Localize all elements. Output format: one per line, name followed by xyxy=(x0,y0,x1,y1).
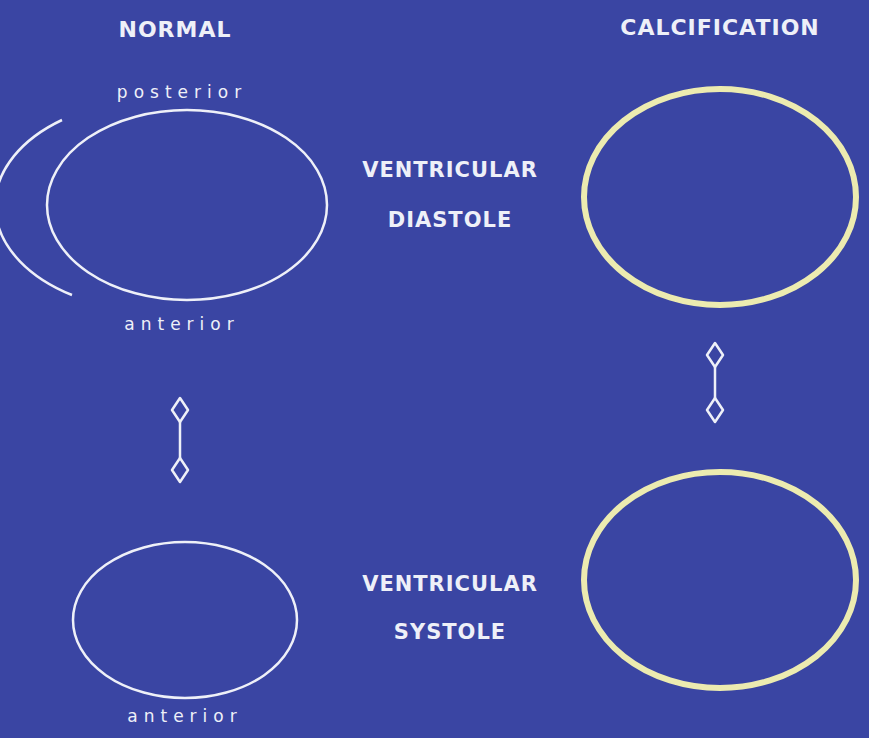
arrow-diamond xyxy=(172,458,188,482)
column-heading: CALCIFICATION xyxy=(575,15,865,41)
normal-diastole-outer-arc xyxy=(0,120,72,295)
arrow-stem xyxy=(714,367,717,398)
orientation-label: posterior xyxy=(52,82,312,102)
arrow-diamond xyxy=(707,398,723,422)
column-heading: NORMAL xyxy=(65,17,285,43)
arrow-diamond xyxy=(707,343,723,367)
arrow-stem xyxy=(179,422,182,458)
phase-label: VENTRICULAR DIASTOLE xyxy=(330,145,570,245)
normal-systole-ring xyxy=(73,542,297,698)
arrow-diamond xyxy=(172,398,188,422)
orientation-label: anterior xyxy=(52,314,312,334)
phase-label: VENTRICULAR SYSTOLE xyxy=(330,560,570,656)
orientation-label: anterior xyxy=(55,706,315,726)
normal-diastole-ring xyxy=(47,110,327,300)
calcified-diastole-ring xyxy=(584,89,856,305)
calcified-systole-ring xyxy=(584,472,856,688)
